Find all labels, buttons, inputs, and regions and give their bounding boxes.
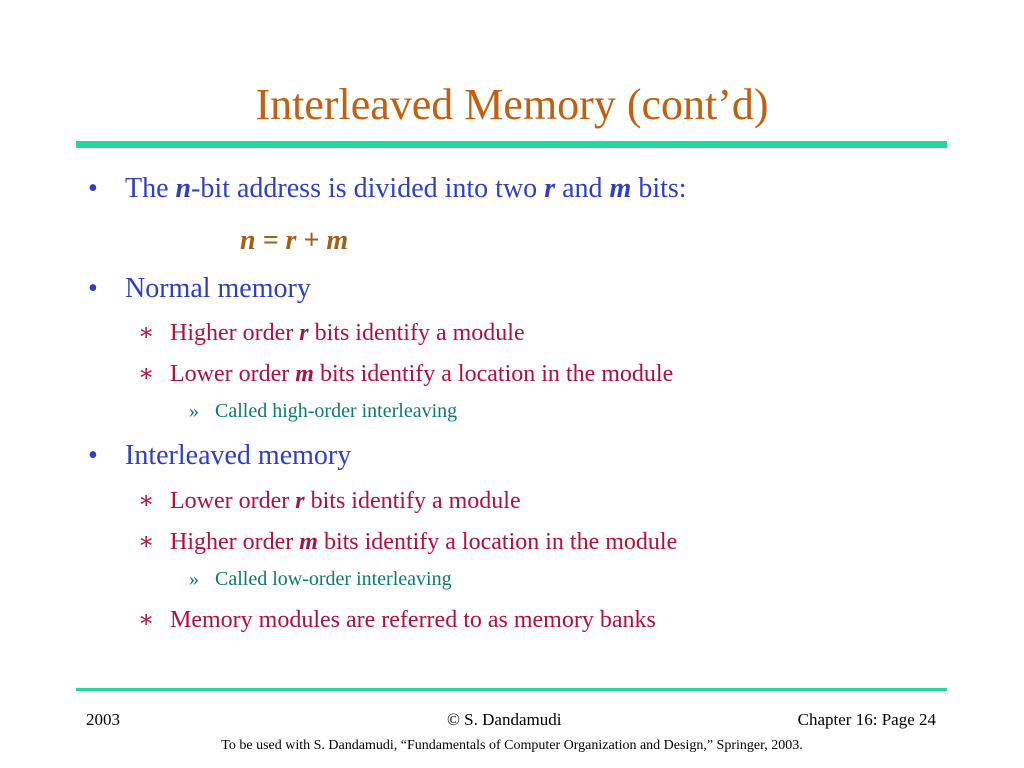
var-n: n: [175, 173, 192, 204]
equation: n = r + m: [240, 225, 349, 256]
bullet-normal-memory: Normal memory: [125, 273, 311, 304]
subbullet-memory-banks: Memory modules are referred to as memory…: [170, 607, 656, 633]
bullet-text: and: [555, 173, 610, 204]
subsubbullet-marker: »: [189, 568, 199, 590]
bullet-marker: •: [88, 440, 98, 471]
bullet-text: bits identify a location in the module: [317, 529, 678, 555]
bullet-interleaved-memory: Interleaved memory: [125, 440, 352, 471]
bullet-text: Higher order: [170, 320, 300, 346]
bullet-address-split: The n-bit address is divided into two r …: [125, 172, 687, 206]
bullet-text: -bit address is divided into two: [191, 173, 545, 204]
subsubbullet-marker: »: [189, 400, 199, 422]
footer-divider: [76, 688, 947, 691]
var-r: r: [295, 488, 305, 514]
bullet-text: bits identify a module: [308, 320, 525, 346]
bullet-marker: •: [88, 273, 98, 304]
title-divider: [76, 141, 947, 148]
subbullet-marker: ∗: [138, 529, 155, 555]
bullet-marker: •: [88, 173, 98, 204]
subbullet-marker: ∗: [138, 361, 155, 387]
footer-page: Chapter 16: Page 24: [797, 710, 936, 729]
bullet-text: bits identify a location in the module: [313, 361, 674, 387]
subbullet-marker: ∗: [138, 488, 155, 514]
subbullet-marker: ∗: [138, 607, 155, 633]
subbullet-lower-order-r: Lower order r bits identify a module: [170, 486, 521, 516]
var-r: r: [299, 320, 309, 346]
var-m: m: [299, 529, 318, 555]
var-r: r: [544, 173, 556, 204]
bullet-text: Lower order: [170, 488, 296, 514]
bullet-text: The: [125, 173, 176, 204]
footer-author: © S. Dandamudi: [447, 710, 562, 729]
var-m: m: [609, 173, 632, 204]
bullet-text: bits identify a module: [304, 488, 521, 514]
subbullet-marker: ∗: [138, 320, 155, 346]
slide-title: Interleaved Memory (cont’d): [255, 80, 769, 129]
subsubbullet-low-order-interleaving: Called low-order interleaving: [215, 568, 452, 590]
footer-source: To be used with S. Dandamudi, “Fundament…: [221, 738, 803, 753]
bullet-text: bits:: [631, 173, 687, 204]
bullet-text: Higher order: [170, 529, 300, 555]
subsubbullet-high-order-interleaving: Called high-order interleaving: [215, 400, 458, 422]
var-m: m: [295, 361, 314, 387]
footer-year: 2003: [86, 710, 120, 729]
subbullet-lower-order-m: Lower order m bits identify a location i…: [170, 359, 673, 389]
subbullet-higher-order-m: Higher order m bits identify a location …: [170, 527, 677, 557]
subbullet-higher-order-r: Higher order r bits identify a module: [170, 318, 525, 348]
bullet-text: Lower order: [170, 361, 296, 387]
